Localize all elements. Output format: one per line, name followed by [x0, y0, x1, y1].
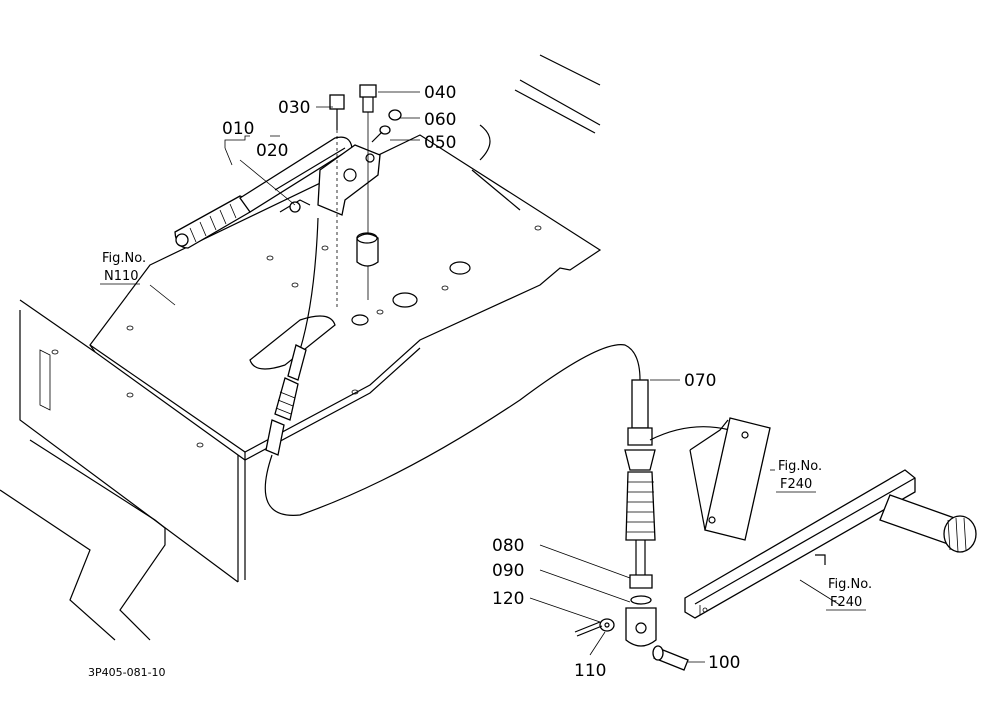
callout-090: 090	[492, 561, 524, 581]
brake-lever-assembly	[174, 84, 402, 310]
leader-lines	[149, 91, 841, 663]
brake-bracket	[689, 417, 771, 541]
callout-110: 110	[574, 661, 606, 681]
floor-platform	[0, 54, 602, 641]
fig-ref-f240-lower-label: Fig.No.	[828, 577, 872, 592]
callout-040: 040	[424, 83, 456, 103]
brake-cable	[264, 217, 731, 671]
callout-010: 010	[222, 119, 254, 139]
callout-100: 100	[708, 653, 740, 673]
fig-ref-f240-upper-number: F240	[780, 477, 812, 492]
fig-ref-f240-upper-label: Fig.No.	[778, 459, 822, 474]
drawing-code: 3P405-081-10	[88, 666, 166, 679]
brake-shaft	[684, 469, 977, 619]
callout-020: 020	[256, 141, 288, 161]
fig-ref-n110-number: N110	[104, 269, 139, 284]
callout-labels: 010 020 030 040 060 050 070 080 090 120 …	[222, 83, 740, 681]
figure-references: Fig.No. N110 Fig.No. F240 Fig.No. F240	[100, 251, 872, 611]
callout-080: 080	[492, 536, 524, 556]
callout-070: 070	[684, 371, 716, 391]
callout-050: 050	[424, 133, 456, 153]
fig-ref-f240-lower-number: F240	[830, 595, 862, 610]
callout-060: 060	[424, 110, 456, 130]
callout-120: 120	[492, 589, 524, 609]
fig-ref-n110-label: Fig.No.	[102, 251, 146, 266]
callout-030: 030	[278, 98, 310, 118]
